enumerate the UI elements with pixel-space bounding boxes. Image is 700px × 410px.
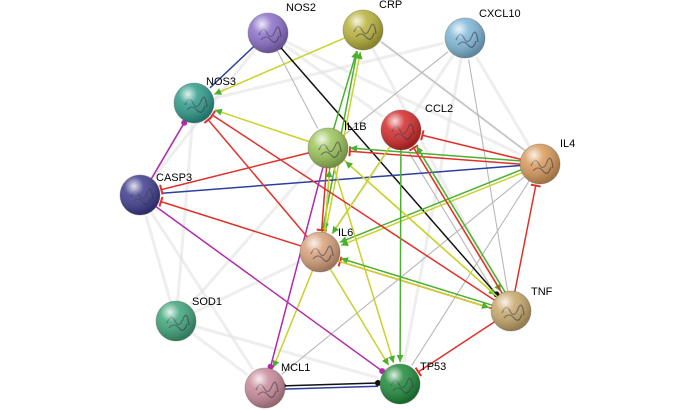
edge-il4-mcl1-unspecified xyxy=(281,174,527,375)
edge-tnf-il6-activation xyxy=(340,257,495,307)
edge-il1b-casp3-inhibition xyxy=(159,151,311,195)
edge-il1b-cxcl10-unspecified xyxy=(341,51,449,138)
edges-layer xyxy=(144,36,541,390)
edge-tnf-tp53-inhibition xyxy=(414,320,497,377)
edge-nos2-ccl2-background xyxy=(281,42,385,119)
node-sod1[interactable]: SOD1 xyxy=(155,296,222,342)
edge-il4-ccl2-inhibition xyxy=(420,130,523,161)
edge-tnf-cxcl10-unspecified xyxy=(468,59,509,294)
edge-nos3-cxcl10-background xyxy=(211,41,444,101)
edge-tnf-ccl2-activation xyxy=(415,145,507,294)
node-tnf[interactable]: TNF xyxy=(490,286,553,332)
edge-il6-mcl1-expression xyxy=(272,268,314,368)
node-highlight xyxy=(308,128,348,168)
node-label-crp: CRP xyxy=(379,0,402,11)
edge-il6-tnf-expression xyxy=(336,259,490,309)
node-cxcl10[interactable]: CXCL10 xyxy=(444,8,521,59)
node-label-tnf: TNF xyxy=(531,286,553,298)
edge-ccl2-tp53-activation xyxy=(396,147,404,363)
node-highlight xyxy=(343,10,383,50)
node-highlight xyxy=(445,18,485,58)
edge-casp3-nos3-catalysis xyxy=(149,119,188,181)
node-highlight xyxy=(300,232,340,272)
node-label-sod1: SOD1 xyxy=(192,296,222,308)
edge-nos2-il4-background xyxy=(283,39,521,156)
node-il4[interactable]: IL4 xyxy=(519,138,575,185)
node-highlight xyxy=(380,364,420,404)
node-nos3[interactable]: NOS3 xyxy=(173,76,236,124)
edge-il6-tp53-expression xyxy=(328,267,390,366)
node-highlight xyxy=(520,144,560,184)
node-highlight xyxy=(156,301,196,341)
edge-tnf-ccl2-unspecified xyxy=(407,151,499,299)
edge-tnf-il1b-expression xyxy=(344,160,500,299)
edge-il6-nos3-inhibition xyxy=(203,115,309,239)
node-label-nos2: NOS2 xyxy=(286,2,316,14)
edge-tnf-il4-inhibition xyxy=(513,183,541,294)
node-label-casp3: CASP3 xyxy=(156,172,192,184)
node-il1b[interactable]: IL1B xyxy=(307,121,367,169)
edge-il4-cxcl10-background xyxy=(474,56,533,150)
edge-il1b-mcl1-catalysis xyxy=(267,165,325,370)
edge-sod1-mcl1-background xyxy=(189,330,249,376)
node-highlight xyxy=(248,13,288,53)
edge-il6-il1b-expression xyxy=(323,170,333,235)
node-highlight xyxy=(245,368,285,408)
node-ccl2[interactable]: CCL2 xyxy=(380,103,453,151)
node-casp3[interactable]: CASP3 xyxy=(119,172,192,216)
node-mcl1[interactable]: MCL1 xyxy=(244,362,310,409)
node-label-il1b: IL1B xyxy=(344,121,367,133)
edge-il4-casp3-binding xyxy=(161,164,523,195)
edge-sod1-nos3-background xyxy=(175,124,194,304)
node-label-il6: IL6 xyxy=(338,227,353,239)
edge-nos2-il1b-unspecified xyxy=(275,48,319,129)
node-highlight xyxy=(174,83,214,123)
node-highlight xyxy=(491,291,531,331)
node-il6[interactable]: IL6 xyxy=(299,227,353,273)
node-tp53[interactable]: TP53 xyxy=(379,361,446,405)
edge-sod1-tp53-background xyxy=(192,324,380,380)
node-crp[interactable]: CRP xyxy=(342,0,402,51)
node-highlight xyxy=(120,175,160,215)
node-label-il4: IL4 xyxy=(560,138,575,150)
edge-il1b-sod1-background xyxy=(189,160,318,306)
edge-il4-crp-unspecified xyxy=(381,41,527,153)
edge-il4-il6-activation xyxy=(339,168,523,244)
node-label-cxcl10: CXCL10 xyxy=(479,8,521,20)
node-label-tp53: TP53 xyxy=(420,361,446,373)
edge-il4-il1b-activation xyxy=(350,145,523,162)
edge-mcl1-tp53-binding xyxy=(283,385,379,390)
edge-sod1-casp3-background xyxy=(144,215,173,305)
edge-crp-nos3-expression xyxy=(213,36,347,95)
node-label-ccl2: CCL2 xyxy=(425,103,453,115)
edge-il6-casp3-inhibition xyxy=(158,196,304,248)
edge-nos2-nos3-binding xyxy=(209,44,256,89)
node-highlight xyxy=(381,110,421,150)
edge-il1b-nos3-expression xyxy=(214,108,312,143)
node-nos2[interactable]: NOS2 xyxy=(247,2,316,54)
node-label-nos3: NOS3 xyxy=(206,76,236,88)
node-label-mcl1: MCL1 xyxy=(281,362,310,374)
edge-il4-il6-expression xyxy=(340,171,525,247)
edge-il1b-tp53-expression xyxy=(332,164,395,364)
edge-ccl2-il6-expression xyxy=(331,144,392,235)
